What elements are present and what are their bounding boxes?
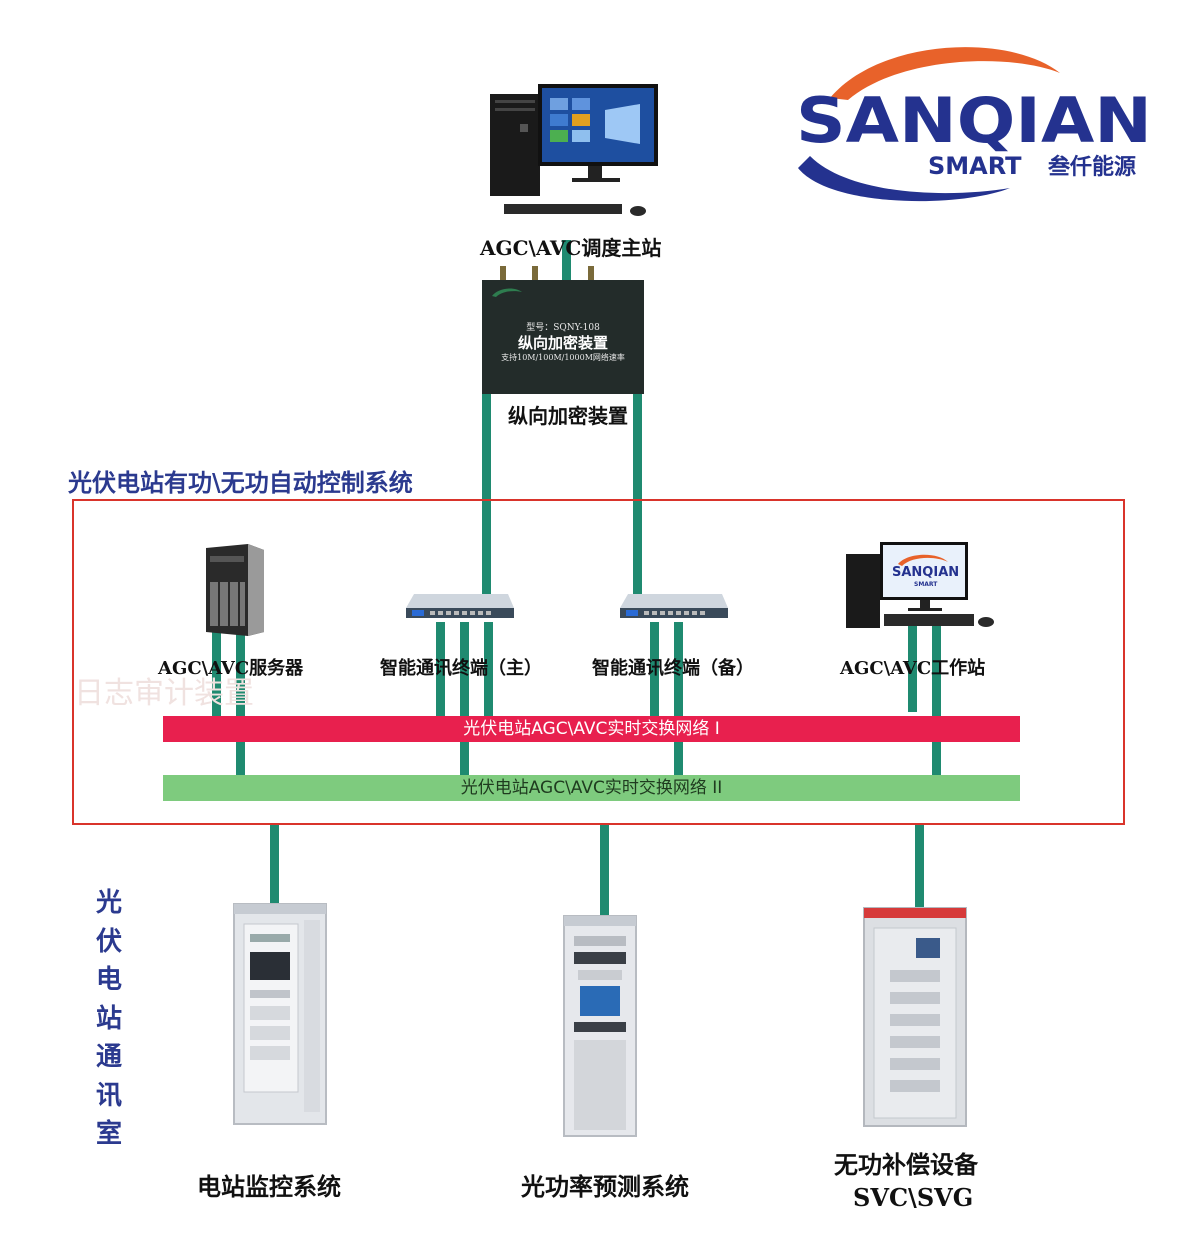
link-encryptor-terminal-main [482,392,491,596]
link-tmain-net2 [460,622,469,778]
compensation-label-line1: 无功补偿设备 [834,1150,978,1179]
room-label-vertical: 光伏电站通讯室 [95,888,122,1149]
logo-brand-text: SANQIAN [796,84,1152,157]
network-bar-1: 光伏电站AGC\AVC实时交换网络 I [163,716,1020,742]
server-tower-icon [206,544,264,636]
master-station-computer [490,84,658,216]
logo-swoosh-bottom [798,156,1010,202]
logo-sub-cjk: 叁仟能源 [1047,154,1136,180]
compensation-cabinet-icon [863,907,967,1127]
system-title: 光伏电站有功\无功自动控制系统 [68,468,413,497]
device-mini-logo-icon [492,288,522,297]
watermark-text: 日志审计装置 [74,676,254,711]
terminal-backup-label: 智能通讯终端（备） [592,658,754,679]
encryptor-speed-text: 支持10M/100M/1000M网络速率 [501,353,625,362]
link-ws-net2 [932,626,941,778]
server-label: AGC\AVC服务器 [158,658,304,679]
network-bar-1-label: 光伏电站AGC\AVC实时交换网络 I [463,719,720,739]
monitor-system-label: 电站监控系统 [197,1172,341,1201]
link-net-compensation [915,823,924,913]
encryptor-model-text: 型号：SQNY-108 [526,323,600,333]
forecast-cabinet-icon [563,915,637,1137]
logo-sub-latin: SMART [928,152,1022,180]
network-bar-2: 光伏电站AGC\AVC实时交换网络 II [163,775,1020,801]
encryptor-label: 纵向加密装置 [508,404,628,428]
svg-text:SANQIAN: SANQIAN [892,565,959,580]
encryption-device-antennas [500,266,594,284]
encryptor-device-text: 纵向加密装置 [517,334,608,352]
link-server-net2 [236,630,245,786]
link-ws-net1 [908,626,917,712]
link-tmain-net1b [484,622,493,718]
link-net-monitor [270,823,279,908]
workstation-label: AGC\AVC工作站 [840,658,986,679]
compensation-label-line2: SVC\SVG [853,1183,974,1212]
terminal-backup-switch-icon [620,594,728,618]
link-server-net1 [212,630,221,718]
link-master-encryptor [562,240,571,290]
workstation-computer-icon: SANQIAN SMART [846,542,994,628]
system-frame [72,499,1125,825]
link-tmain-net1a [436,622,445,718]
link-net-forecast [600,823,609,918]
encryption-device: 型号：SQNY-108 纵向加密装置 支持10M/100M/1000M网络速率 [482,280,644,394]
sanqian-logo: SANQIAN SMART 叁仟能源 [796,47,1152,202]
monitor-cabinet-icon [233,903,327,1125]
forecast-system-label: 光功率预测系统 [521,1172,689,1201]
master-station-label: AGC\AVC调度主站 [480,236,662,260]
svg-text:SMART: SMART [914,581,938,588]
link-tbak-net2 [674,622,683,778]
logo-swoosh-top [830,47,1060,100]
link-tbak-net1a [650,622,659,718]
network-bar-2-label: 光伏电站AGC\AVC实时交换网络 II [460,778,723,798]
link-encryptor-terminal-backup [633,392,642,596]
terminal-main-switch-icon [406,594,514,618]
terminal-main-label: 智能通讯终端（主） [380,658,542,679]
